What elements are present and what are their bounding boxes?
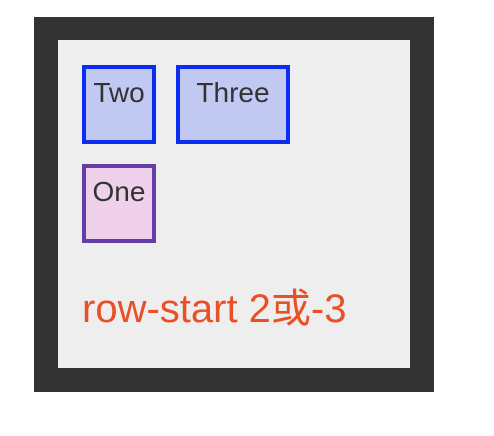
grid-item-two: Two <box>82 65 156 144</box>
grid-item-one: One <box>82 164 156 243</box>
caption-text: row-start 2或-3 <box>82 287 347 331</box>
grid-container: Two Three One row-start 2或-3 <box>58 40 410 368</box>
grid-item-two-label: Two <box>93 77 145 108</box>
grid-item-three: Three <box>176 65 290 144</box>
grid-item-one-label: One <box>92 176 146 207</box>
demo-frame: Two Three One row-start 2或-3 <box>34 17 434 392</box>
grid-item-three-label: Three <box>196 77 270 108</box>
